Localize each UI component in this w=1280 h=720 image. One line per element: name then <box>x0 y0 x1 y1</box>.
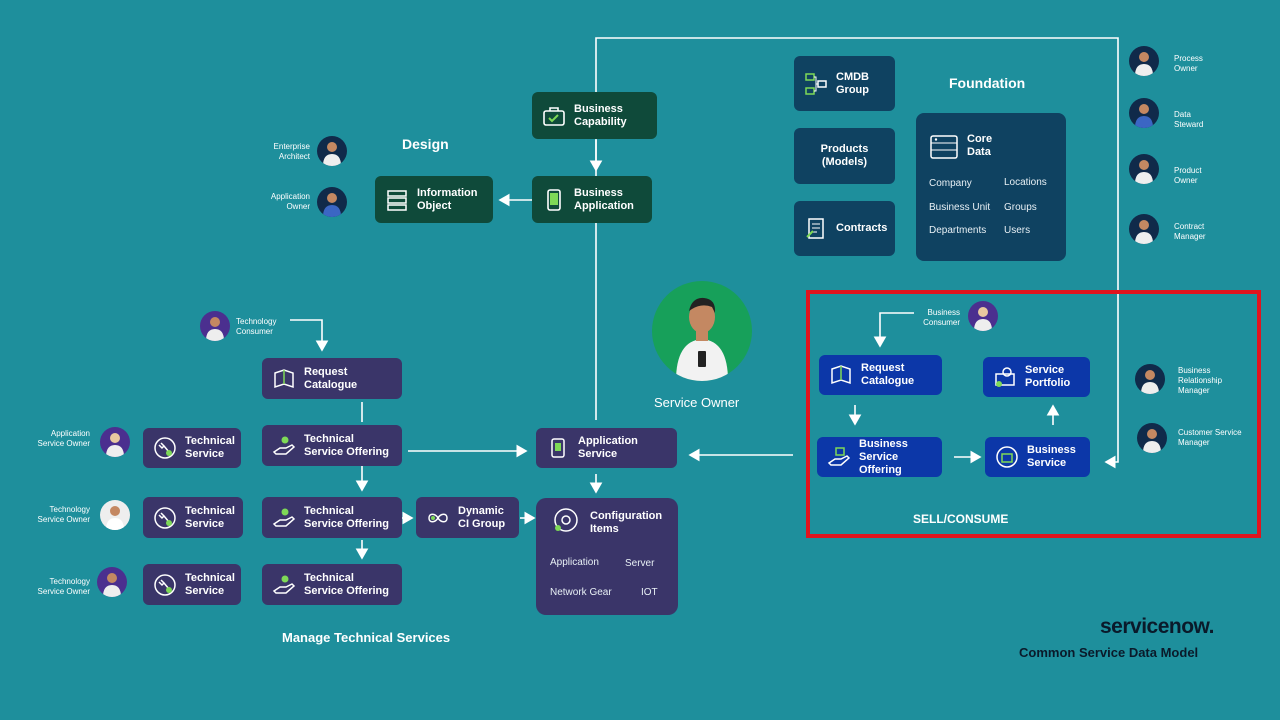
server-icon <box>385 188 409 212</box>
business-application-node[interactable]: Business Application <box>532 176 652 223</box>
service-owner-label: Service Owner <box>654 395 740 410</box>
app-service-icon <box>546 436 570 460</box>
tech-request-catalogue-node[interactable]: Request Catalogue <box>262 358 402 399</box>
role-label: Application Owner <box>270 192 310 211</box>
servicenow-logo: servicenow. <box>1100 615 1214 638</box>
technical-service-offering-node[interactable]: Technical Service Offering <box>262 425 402 466</box>
role-label: Business Relationship Manager <box>1178 366 1223 395</box>
role-label: Customer Service Manager <box>1178 428 1242 447</box>
technical-service-offering-node[interactable]: Technical Service Offering <box>262 564 402 605</box>
brand-subtitle: Common Service Data Model <box>1019 645 1199 660</box>
core-data-item: Users <box>1004 225 1031 236</box>
technology-consumer-avatar <box>200 311 230 341</box>
contract-icon <box>804 217 828 241</box>
sell-request-catalogue-node[interactable]: Request Catalogue <box>819 355 942 395</box>
application-owner-avatar <box>317 187 347 217</box>
business-capability-node[interactable]: Business Capability <box>532 92 657 139</box>
business-consumer-avatar <box>968 301 998 331</box>
wrench-icon <box>153 436 177 460</box>
information-object-node[interactable]: Information Object <box>375 176 493 223</box>
configuration-items-panel[interactable]: Configuration Items Application Server N… <box>536 498 678 615</box>
foundation-title: Foundation <box>949 75 1026 91</box>
role-label: Data Steward <box>1174 110 1204 129</box>
core-data-panel[interactable]: Core Data Company Locations Business Uni… <box>916 113 1066 261</box>
service-owner-avatar <box>652 281 752 381</box>
business-relationship-manager-avatar <box>1135 364 1165 394</box>
wrench-icon <box>153 573 177 597</box>
product-owner-avatar <box>1129 154 1159 184</box>
core-data-item: Business Unit <box>929 202 991 213</box>
technical-service-node[interactable]: Technical Service <box>143 428 241 468</box>
tech-service-owner-avatar <box>100 500 130 530</box>
dynamic-ci-group-node[interactable]: Dynamic CI Group <box>416 497 519 538</box>
core-data-item: Company <box>929 178 972 189</box>
hand-offering-icon <box>827 445 851 469</box>
contract-manager-avatar <box>1129 214 1159 244</box>
technical-service-node[interactable]: Technical Service <box>143 497 243 538</box>
role-label: Process Owner <box>1174 54 1203 73</box>
briefcase-icon <box>542 104 566 128</box>
role-label: Contract Manager <box>1174 222 1206 241</box>
role-label: Application Service Owner <box>37 429 90 448</box>
business-service-node[interactable]: Business Service <box>985 437 1090 477</box>
business-service-icon <box>995 445 1019 469</box>
manage-technical-title: Manage Technical Services <box>282 630 451 645</box>
role-label: Enterprise Architect <box>273 142 310 161</box>
ci-item: Server <box>625 558 655 569</box>
hand-gear-icon <box>272 573 296 597</box>
technical-service-offering-node[interactable]: Technical Service Offering <box>262 497 402 538</box>
role-label: Business Consumer <box>923 308 960 327</box>
technical-service-node[interactable]: Technical Service <box>143 564 241 605</box>
contracts-node[interactable]: Contracts <box>794 201 895 256</box>
products-models-node[interactable]: Products (Models) <box>794 128 895 184</box>
mobile-icon <box>542 188 566 212</box>
network-icon <box>804 72 828 96</box>
process-owner-avatar <box>1129 46 1159 76</box>
hand-gear-icon <box>272 434 296 458</box>
catalogue-icon <box>272 367 296 391</box>
core-data-item: Departments <box>929 225 987 236</box>
role-label: Technology Consumer <box>236 317 277 336</box>
sell-consume-title: SELL/CONSUME <box>913 512 1009 526</box>
portfolio-icon <box>993 365 1017 389</box>
wrench-icon <box>153 506 177 530</box>
business-service-offering-node[interactable]: Business Service Offering <box>817 437 942 477</box>
database-icon <box>930 135 958 164</box>
role-label: Product Owner <box>1174 166 1202 185</box>
application-service-node[interactable]: Application Service <box>536 428 677 468</box>
gear-cycle-icon <box>552 506 580 539</box>
ci-title: Configuration Items <box>590 510 663 535</box>
core-data-title: Core Data <box>967 133 993 158</box>
ci-item: Network Gear <box>550 587 612 598</box>
ci-item: Application <box>550 557 599 568</box>
customer-service-manager-avatar <box>1137 423 1167 453</box>
app-service-owner-avatar <box>100 427 130 457</box>
design-title: Design <box>402 136 449 152</box>
tech-service-owner-avatar <box>97 567 127 597</box>
service-portfolio-node[interactable]: Service Portfolio <box>983 357 1090 397</box>
enterprise-architect-avatar <box>317 136 347 166</box>
infinity-icon <box>426 506 450 530</box>
ci-item: IOT <box>641 587 658 598</box>
role-label: Technology Service Owner <box>37 577 90 596</box>
role-label: Technology Service Owner <box>37 505 90 524</box>
hand-gear-icon <box>272 506 296 530</box>
core-data-item: Locations <box>1004 177 1047 188</box>
core-data-item: Groups <box>1004 202 1037 213</box>
cmdb-group-node[interactable]: CMDB Group <box>794 56 895 111</box>
sell-consume-highlight <box>806 290 1261 538</box>
catalogue-icon <box>829 363 853 387</box>
data-steward-avatar <box>1129 98 1159 128</box>
